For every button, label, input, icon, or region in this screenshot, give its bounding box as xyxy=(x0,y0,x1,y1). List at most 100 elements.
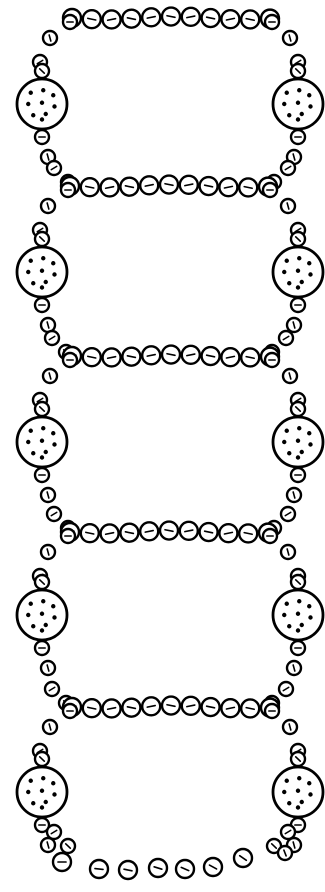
unit-1-right-circle-dot-3 xyxy=(282,102,286,106)
unit-5-bar-bead-7 xyxy=(202,698,220,716)
unit-5-right-circle-dot-2 xyxy=(307,781,311,785)
unit-2-right-circle-dot-7 xyxy=(300,280,304,284)
unit-5-left-circle xyxy=(17,767,67,817)
unit-5-right-circle xyxy=(273,767,323,817)
bottom-open-beads xyxy=(53,846,292,879)
unit-2-left-circle xyxy=(17,247,67,297)
unit-1-left-circle-dot-5 xyxy=(52,104,56,108)
unit-2-left-lower-bead-0 xyxy=(35,298,49,312)
unit-2-bar xyxy=(61,176,277,197)
unit-1-left-lower-bead-2 xyxy=(47,161,61,175)
bottom-bead-1 xyxy=(90,860,108,878)
unit-1-right-upper-bead-0 xyxy=(265,15,279,29)
unit-2-right-upper-bead-3 xyxy=(291,232,305,246)
unit-1-right-circle-dot-1 xyxy=(297,88,301,92)
bottom-bead-6 xyxy=(234,849,252,867)
unit-5-bar-bead-8 xyxy=(221,699,239,717)
unit-4-right-circle-dot-1 xyxy=(297,599,301,603)
unit-4-left-upper-bead-1 xyxy=(41,545,55,559)
bottom-bead-0 xyxy=(53,853,71,871)
unit-1-right-circle-dot-8 xyxy=(296,117,300,121)
unit-3-right-circle-dot-2 xyxy=(307,431,311,435)
unit-1-right-circle-dot-0 xyxy=(285,91,289,95)
bottom-bead-5 xyxy=(204,858,222,876)
unit-2-left-lower-bead-2 xyxy=(45,331,59,345)
unit-1-bar-bead-5 xyxy=(162,8,180,26)
unit-1-bar-bead-9 xyxy=(241,10,259,28)
unit-4-bar-bead-4 xyxy=(140,522,158,540)
unit-3-left-circle-dot-7 xyxy=(44,450,48,454)
unit-2-left-circle-dot-8 xyxy=(40,285,44,289)
unit-2-right-circle-dot-3 xyxy=(282,270,286,274)
unit-3-right-circle-dot-3 xyxy=(282,440,286,444)
unit-2-right-upper-bead-1 xyxy=(281,199,295,213)
unit-2-left-circle-dot-6 xyxy=(31,281,35,285)
unit-1-left-circle-dot-0 xyxy=(29,91,33,95)
unit-4-right-lower-bead-0 xyxy=(291,641,305,655)
unit-1-left-circle-dot-2 xyxy=(51,93,55,97)
unit-2-right-circle-dot-2 xyxy=(307,261,311,265)
unit-4-left-circle-dot-2 xyxy=(51,604,55,608)
unit-3-bar-bead-3 xyxy=(122,348,140,366)
unit-3-right-lower-bead-1 xyxy=(287,488,301,502)
unit-2-left-circle-dot-0 xyxy=(29,259,33,263)
unit-3-bar-bead-2 xyxy=(103,348,121,366)
unit-3-left-circle-dot-6 xyxy=(31,451,35,455)
bottom-bead-3 xyxy=(149,859,167,877)
unit-4-bar-bead-1 xyxy=(81,524,99,542)
unit-4-right-upper-bead-1 xyxy=(281,545,295,559)
unit-5-right-circle-dot-7 xyxy=(300,800,304,804)
unit-3-right-circle-dot-5 xyxy=(308,442,312,446)
unit-3-left-lower-bead-2 xyxy=(47,507,61,521)
unit-1-bar xyxy=(63,8,279,29)
unit-1-left-circle xyxy=(17,79,67,129)
unit-2-bar-bead-4 xyxy=(140,176,158,194)
unit-3-bar-bead-6 xyxy=(182,346,200,364)
unit-5-right-circle-dot-5 xyxy=(308,792,312,796)
unit-4-right-circle-dot-8 xyxy=(296,628,300,632)
unit-2-right-circle-dot-0 xyxy=(285,259,289,263)
unit-5-left-lower-bead-3 xyxy=(61,839,75,853)
unit-1-right-circle-dot-5 xyxy=(308,104,312,108)
unit-4-right-lower-bead-1 xyxy=(287,661,301,675)
unit-1-right-circle-dot-7 xyxy=(300,112,304,116)
unit-3-right-circle-dot-8 xyxy=(296,455,300,459)
unit-5-left-circle-dot-2 xyxy=(51,781,55,785)
unit-2-left-circle-dot-3 xyxy=(26,270,30,274)
unit-4-bar-bead-6 xyxy=(180,522,198,540)
unit-1-left-upper-bead-0 xyxy=(63,15,77,29)
unit-5-left-upper-bead-1 xyxy=(43,720,57,734)
unit-5-left-lower-bead-2 xyxy=(47,825,61,839)
unit-2-bar-bead-2 xyxy=(101,178,119,196)
unit-2-right-upper-bead-0 xyxy=(263,183,277,197)
unit-5-bar-bead-1 xyxy=(83,699,101,717)
unit-4-left-upper-bead-3 xyxy=(35,575,49,589)
unit-5-right-upper-bead-1 xyxy=(283,720,297,734)
unit-2-bar-bead-1 xyxy=(81,178,99,196)
unit-5-right-upper-bead-0 xyxy=(265,704,279,718)
unit-3-right-lower-bead-0 xyxy=(291,468,305,482)
unit-2-left-upper-bead-3 xyxy=(35,232,49,246)
unit-5-left-circle-dot-6 xyxy=(31,801,35,805)
unit-4-right-circle xyxy=(273,590,323,640)
unit-5-bar-bead-5 xyxy=(162,697,180,715)
unit-5-bar xyxy=(63,697,279,718)
unit-3-right-circle-dot-0 xyxy=(285,429,289,433)
unit-4-bar-bead-8 xyxy=(219,524,237,542)
unit-2-left-circle-dot-5 xyxy=(52,272,56,276)
unit-4-left-circle-dot-5 xyxy=(52,615,56,619)
unit-1-left-upper-bead-3 xyxy=(35,64,49,78)
unit-3-right-circle-dot-1 xyxy=(297,426,301,430)
unit-2-right-circle xyxy=(273,247,323,297)
unit-1-bar-bead-3 xyxy=(122,10,140,28)
unit-4-left-circle-dot-7 xyxy=(44,623,48,627)
unit-5-right-lower-bead-2 xyxy=(281,825,295,839)
unit-4-right-lower-bead-2 xyxy=(279,682,293,696)
bottom-bead-2 xyxy=(119,861,137,879)
unit-1-right-circle-dot-6 xyxy=(287,113,291,117)
unit-1-right-upper-bead-1 xyxy=(283,31,297,45)
unit-1-left-lower-bead-0 xyxy=(35,130,49,144)
unit-3-left-circle-dot-4 xyxy=(40,439,44,443)
unit-1-right-lower-bead-0 xyxy=(291,130,305,144)
